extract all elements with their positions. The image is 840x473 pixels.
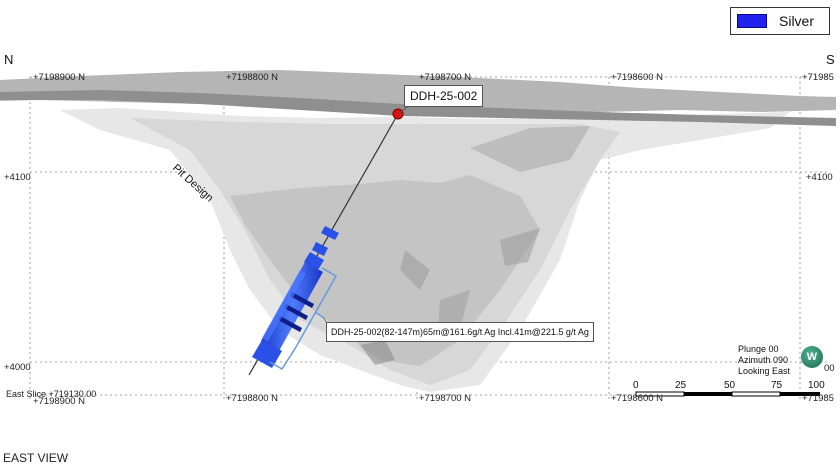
compass-icon: W xyxy=(801,346,823,368)
northing-label-bottom: +7198600 N xyxy=(611,393,664,404)
scale-tick-label: 50 xyxy=(724,380,736,391)
scale-bar xyxy=(635,391,820,397)
silver-intercept-core xyxy=(252,226,339,368)
view-caption: EAST VIEW xyxy=(3,451,69,465)
intercept-label: DDH-25-002(82-147m)65m@161.6g/t Ag Incl.… xyxy=(326,322,594,342)
elevation-label: +4100 xyxy=(4,172,31,183)
northing-label-bottom: +7198700 N xyxy=(419,393,472,404)
northing-label-top: +7198700 N xyxy=(419,72,472,83)
intercept-label-leader xyxy=(323,317,327,323)
intercept-bracket xyxy=(269,267,338,371)
north-direction-label: N xyxy=(4,52,14,67)
northing-label-bottom: +7198800 N xyxy=(226,393,279,404)
northing-label-bottom: +71985 xyxy=(802,393,834,404)
slice-label: East Slice +719130.00 xyxy=(6,389,97,399)
northing-label-bottom: +7198900 N xyxy=(33,396,86,407)
azimuth-label: Azimuth 090 xyxy=(738,355,789,365)
scale-tick-label: 100 xyxy=(808,380,825,391)
elevation-label: +4100 xyxy=(806,172,833,183)
drillhole-name-label: DDH-25-002 xyxy=(404,85,484,107)
scale-tick-label: 25 xyxy=(675,380,687,391)
silver-swatch xyxy=(737,14,767,28)
pit-design-shell xyxy=(60,108,790,392)
scale-tick-label: 0 xyxy=(633,380,639,391)
elevation-label: +4000 xyxy=(4,362,31,373)
northing-label-top: +7198800 N xyxy=(226,72,279,83)
looking-label: Looking East xyxy=(738,366,791,376)
scale-tick-label: 75 xyxy=(771,380,783,391)
elevation-label: 00 xyxy=(824,363,835,374)
south-direction-label: S xyxy=(826,52,835,67)
plunge-label: Plunge 00 xyxy=(738,344,779,354)
legend-label: Silver xyxy=(779,13,815,29)
northing-label-top: +7198900 N xyxy=(33,72,86,83)
northing-label-top: +7198600 N xyxy=(611,72,664,83)
legend: Silver xyxy=(730,7,830,35)
northing-label-top: +71985 xyxy=(802,72,834,83)
